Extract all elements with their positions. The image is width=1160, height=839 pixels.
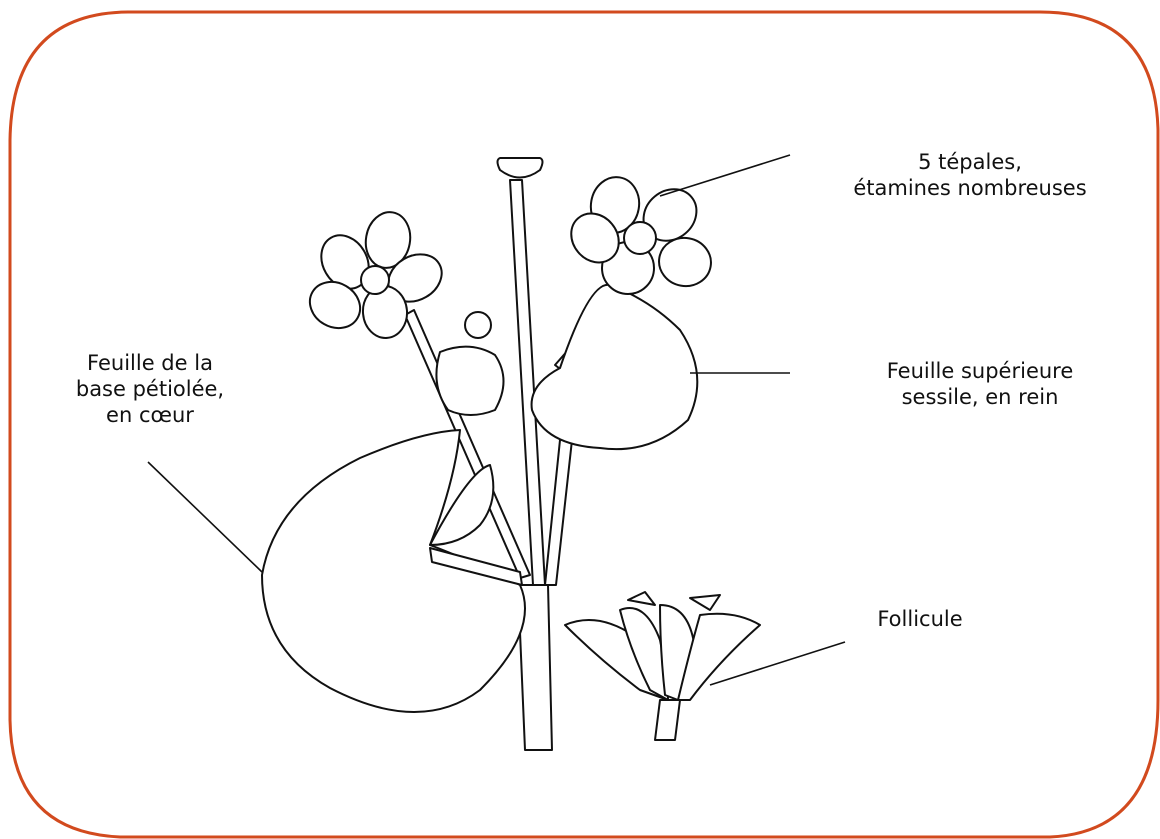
label-tepales: 5 tépales, étamines nombreuses xyxy=(790,149,1150,201)
label-basal-leaf: Feuille de la base pétiolée, en cœur xyxy=(40,350,260,428)
label-upper-leaf: Feuille supérieure sessile, en rein xyxy=(830,358,1130,410)
follicle-fruit xyxy=(565,592,760,740)
label-follicle: Follicule xyxy=(830,606,1010,632)
left-flower xyxy=(301,209,450,340)
small-leaf xyxy=(436,347,503,415)
right-flower xyxy=(561,173,714,294)
round-bud xyxy=(465,312,491,338)
leader-basal-leaf xyxy=(148,462,262,572)
leader-tepales xyxy=(660,155,790,196)
right-branch xyxy=(545,440,572,585)
top-bud xyxy=(498,158,543,178)
